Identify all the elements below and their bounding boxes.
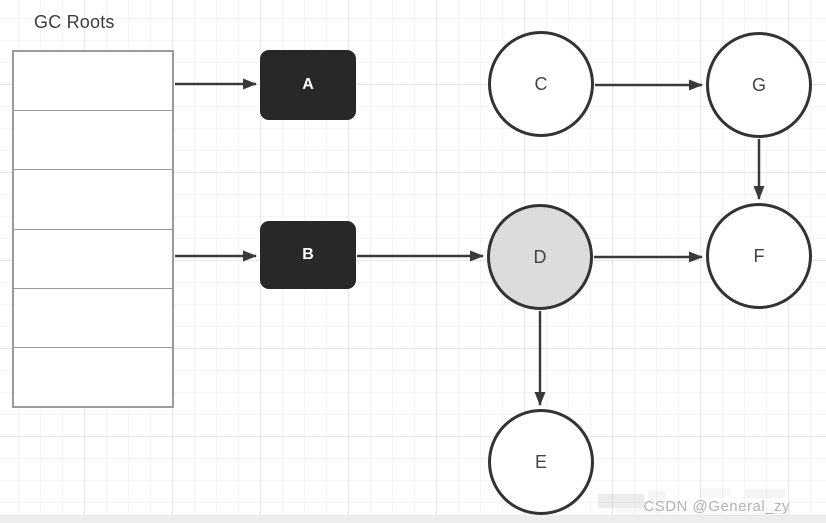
node-e-label: E bbox=[534, 451, 547, 472]
canvas-bottom-strip bbox=[0, 515, 826, 523]
gc-roots-slot-6[interactable] bbox=[14, 347, 172, 407]
node-g-label: G bbox=[751, 74, 766, 95]
gc-roots-slot-1[interactable] bbox=[14, 52, 172, 112]
node-d-label: D bbox=[533, 246, 547, 267]
node-g[interactable]: G bbox=[706, 32, 812, 138]
node-a[interactable]: A bbox=[260, 50, 356, 120]
gc-roots-slot-3[interactable] bbox=[14, 170, 172, 230]
node-f-label: F bbox=[753, 245, 765, 266]
gc-roots-slot-2[interactable] bbox=[14, 111, 172, 171]
gc-roots-table[interactable] bbox=[12, 50, 174, 408]
node-b-label: B bbox=[302, 246, 314, 263]
node-f[interactable]: F bbox=[706, 203, 812, 309]
gc-roots-title: GC Roots bbox=[34, 12, 115, 32]
node-a-label: A bbox=[302, 76, 314, 93]
node-b[interactable]: B bbox=[260, 221, 356, 289]
gc-roots-slot-5[interactable] bbox=[14, 288, 172, 348]
node-d[interactable]: D bbox=[487, 204, 593, 310]
watermark-text: CSDN @General_zy bbox=[643, 498, 790, 515]
node-c[interactable]: C bbox=[488, 31, 594, 137]
node-e[interactable]: E bbox=[488, 409, 594, 515]
node-c-label: C bbox=[534, 73, 548, 94]
gc-roots-slot-4[interactable] bbox=[14, 229, 172, 289]
